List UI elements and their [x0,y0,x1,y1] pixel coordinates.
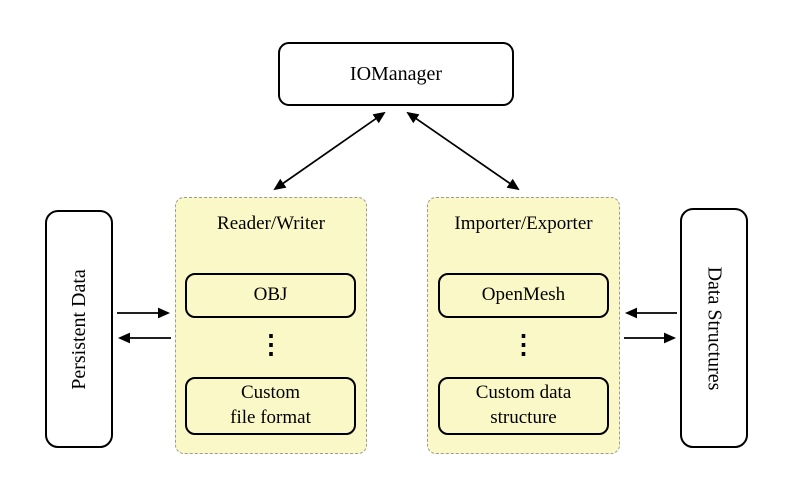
importer-exporter-panel: Importer/Exporter OpenMesh ⋮ Custom data… [427,197,620,454]
custom-file-format-label: Custom file format [230,382,311,428]
vertical-ellipsis: ⋮ [510,330,537,359]
persistent-data-label: Persistent Data [67,268,90,390]
importer-exporter-title: Importer/Exporter [454,213,593,234]
obj-node: OBJ [185,273,356,318]
iomanager-label: IOManager [349,62,443,85]
reader-writer-title: Reader/Writer [217,213,325,234]
reader-writer-panel: Reader/Writer OBJ ⋮ Custom file format [175,197,367,454]
data-structures-node: Data Structures [680,208,748,448]
openmesh-node: OpenMesh [438,273,609,318]
arrow-iomanager-readerwriter [273,111,386,191]
vertical-ellipsis: ⋮ [258,330,284,359]
custom-file-format-node: Custom file format [185,377,356,435]
custom-data-structure-node: Custom data structure [438,377,609,435]
persistent-data-node: Persistent Data [45,210,113,448]
custom-data-structure-label: Custom data structure [475,382,572,428]
arrow-iomanager-importerexporter [406,111,520,191]
iomanager-node: IOManager [278,42,514,106]
obj-label: OBJ [253,284,288,306]
openmesh-label: OpenMesh [481,284,566,306]
data-structures-label: Data Structures [703,266,726,390]
